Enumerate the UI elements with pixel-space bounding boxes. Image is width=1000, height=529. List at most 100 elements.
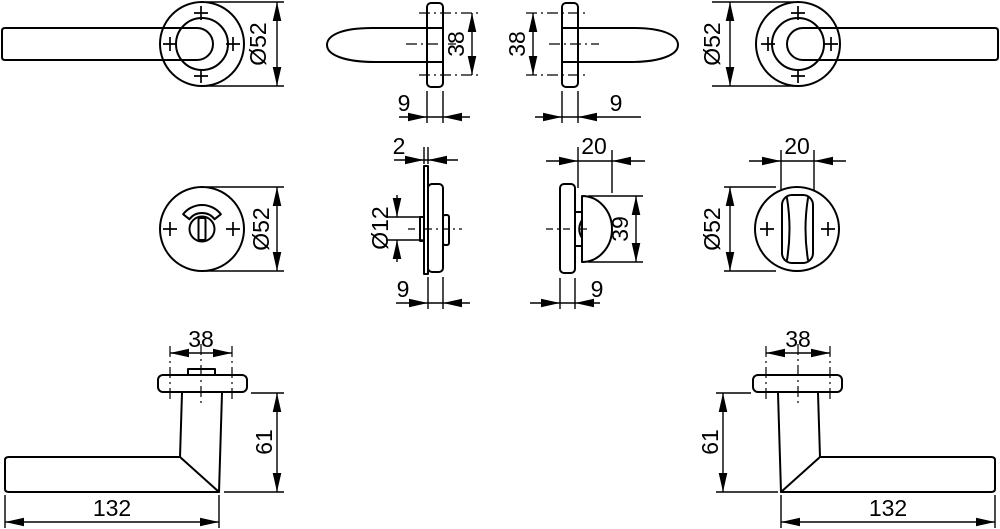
extension-line xyxy=(224,392,284,493)
center-line xyxy=(765,344,831,403)
dimension-handle-length: 132 xyxy=(780,495,996,528)
rose-edge xyxy=(157,374,248,393)
dim-label: 9 xyxy=(397,276,410,302)
screw-mark xyxy=(194,6,208,20)
view-wc-release-rose-face: Ø52 xyxy=(159,186,284,272)
extension-line xyxy=(780,150,815,191)
arrowhead xyxy=(559,156,578,166)
thumbturn-knob-profile xyxy=(581,195,613,263)
dim-label: 61 xyxy=(697,429,723,455)
dim-label: 39 xyxy=(607,216,633,242)
arrowhead xyxy=(467,13,477,32)
rose-profile xyxy=(561,2,579,88)
dim-label: 2 xyxy=(393,133,406,159)
screw-mark xyxy=(194,69,208,83)
view-lever-elevation-left: 38 61 132 xyxy=(4,326,284,528)
dim-label: 132 xyxy=(93,495,131,521)
extension-line xyxy=(423,147,429,164)
extension-line xyxy=(386,216,424,241)
view-lever-rose-left-profile: 38 9 xyxy=(326,2,479,123)
rose-outline xyxy=(754,186,840,272)
view-thumbturn-rose-profile: 20 39 9 xyxy=(530,133,645,309)
lever-profile xyxy=(326,27,444,63)
screw-mark xyxy=(791,6,805,20)
arrowhead xyxy=(725,2,735,21)
rose-hub xyxy=(175,17,229,71)
screw-mark xyxy=(824,37,838,51)
arrowhead xyxy=(976,517,995,527)
view-lever-rose-right-profile: 38 9 xyxy=(504,2,679,123)
arrowhead xyxy=(725,252,735,271)
arrowhead xyxy=(578,112,597,122)
dimension-rose-thickness: 9 xyxy=(535,90,641,123)
dimension-rose-diameter: Ø52 xyxy=(206,186,284,272)
arrowhead xyxy=(528,13,538,32)
screw-mark xyxy=(821,222,835,236)
arrowhead xyxy=(725,187,735,206)
dimension-handle-height: 61 xyxy=(697,392,778,493)
arrowhead xyxy=(811,348,830,358)
screw-mark xyxy=(226,37,240,51)
turn-stub xyxy=(442,214,450,246)
dimension-knob-height: 39 xyxy=(588,195,643,263)
dim-label: Ø12 xyxy=(367,206,393,249)
arrowhead xyxy=(272,473,282,492)
dimension-rose-diameter: Ø52 xyxy=(206,1,284,87)
dim-label: Ø52 xyxy=(699,22,725,65)
arrowhead xyxy=(467,56,477,75)
extension-line xyxy=(561,91,579,123)
dim-label: 132 xyxy=(869,495,907,521)
arrowhead xyxy=(392,198,402,217)
view-lever-rose-right-face: Ø52 xyxy=(699,1,999,87)
knob-waist xyxy=(578,219,583,239)
center-line xyxy=(169,344,233,403)
release-slot xyxy=(197,217,207,241)
arrowhead xyxy=(766,348,785,358)
arrowhead xyxy=(405,155,424,165)
dim-label: Ø52 xyxy=(245,22,271,65)
lever-outline xyxy=(777,392,996,493)
dim-label: Ø52 xyxy=(699,207,725,250)
screw-mark xyxy=(760,222,774,236)
dimension-rose-thickness: 9 xyxy=(530,276,603,309)
arrowhead xyxy=(409,298,428,308)
dimension-rose-width: 38 xyxy=(170,326,232,358)
dimension-rose-thickness: 9 xyxy=(396,276,470,309)
rose-profile xyxy=(427,183,444,273)
dimension-square-spacing: 38 xyxy=(504,13,538,75)
dim-label: 61 xyxy=(251,429,277,455)
lever-outline xyxy=(4,392,223,493)
thumbturn-knob xyxy=(781,194,814,264)
arrowhead xyxy=(443,112,462,122)
dim-label: 9 xyxy=(610,90,623,116)
dim-label: 9 xyxy=(591,276,604,302)
lever-profile xyxy=(561,27,679,63)
arrowhead xyxy=(781,517,800,527)
arrowhead xyxy=(762,156,781,166)
extension-line xyxy=(577,147,613,193)
dimension-rose-diameter: Ø52 xyxy=(699,1,794,87)
rose-outline xyxy=(159,186,245,272)
dimension-plate-thickness: 2 xyxy=(393,133,458,165)
arrowhead xyxy=(631,196,641,215)
arrowhead xyxy=(428,155,447,165)
arrowhead xyxy=(272,393,282,412)
dim-label: 38 xyxy=(188,326,214,352)
miter-line xyxy=(780,456,821,493)
dim-label: 38 xyxy=(785,326,811,352)
dimension-spindle-diameter: Ø12 xyxy=(367,195,424,262)
dimension-rose-thickness: 9 xyxy=(398,90,470,123)
knob-contour xyxy=(786,197,809,261)
extension-line xyxy=(712,1,794,87)
dimension-handle-height: 61 xyxy=(224,392,284,493)
arrowhead xyxy=(718,393,728,412)
view-lever-elevation-right: 38 61 132 xyxy=(697,326,996,528)
view-lever-rose-left-face: Ø52 xyxy=(1,1,284,87)
arrowhead xyxy=(408,112,427,122)
rose-outline xyxy=(755,1,841,87)
rose-hub xyxy=(771,17,825,71)
dim-label: 9 xyxy=(398,90,411,116)
screw-mark xyxy=(226,222,240,236)
screw-mark xyxy=(163,37,177,51)
